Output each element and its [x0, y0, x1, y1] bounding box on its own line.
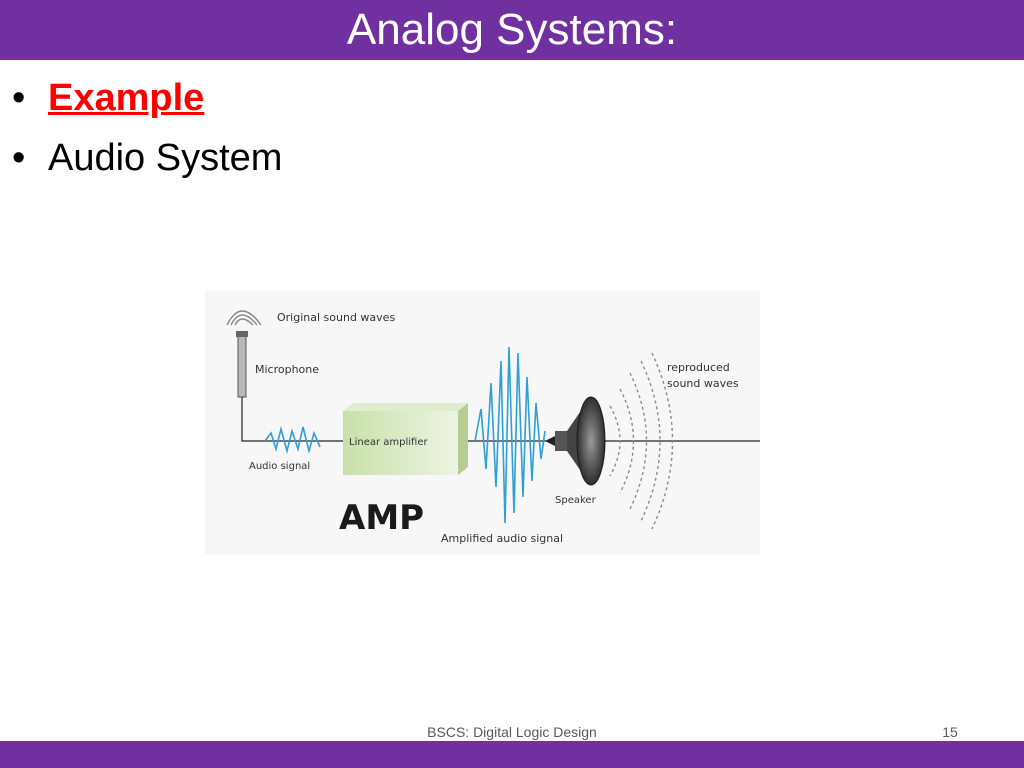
label-sound-waves: sound waves	[667, 377, 739, 390]
amplifier-box	[343, 403, 468, 475]
bullet-list: • Example • Audio System	[12, 68, 282, 188]
page-number: 15	[942, 724, 958, 740]
microphone-icon	[236, 331, 248, 398]
label-amplified-signal: Amplified audio signal	[441, 532, 563, 545]
bullet-dot: •	[12, 137, 26, 179]
bullet-item-example: • Example	[12, 68, 282, 128]
slide-title: Analog Systems:	[346, 5, 678, 54]
amplified-signal-wave	[474, 346, 546, 524]
bullet-text: Audio System	[48, 137, 283, 179]
diagram-svg: Original sound waves Microphone reproduc…	[226, 310, 760, 545]
label-original-sound: Original sound waves	[277, 311, 395, 324]
audio-system-diagram: Original sound waves Microphone reproduc…	[205, 291, 760, 554]
bottom-bar	[0, 741, 1024, 768]
signal-line	[241, 397, 760, 442]
bullet-dot: •	[12, 77, 26, 119]
label-reproduced: reproduced	[667, 361, 730, 374]
arrow-icon	[545, 436, 555, 446]
amp-logo-text: AMP	[339, 498, 424, 538]
bullet-text: Example	[48, 77, 205, 119]
label-audio-signal: Audio signal	[249, 461, 310, 472]
sound-waves-icon	[226, 310, 262, 326]
speaker-icon	[555, 396, 606, 486]
label-speaker: Speaker	[555, 495, 597, 506]
title-bar: Analog Systems:	[0, 0, 1024, 60]
bullet-item-audio-system: • Audio System	[12, 128, 282, 188]
label-linear-amplifier: Linear amplifier	[349, 437, 428, 448]
footer-text: BSCS: Digital Logic Design	[427, 724, 597, 740]
audio-signal-wave	[264, 425, 321, 455]
reproduced-waves-icon	[609, 352, 674, 530]
label-microphone: Microphone	[255, 363, 319, 376]
